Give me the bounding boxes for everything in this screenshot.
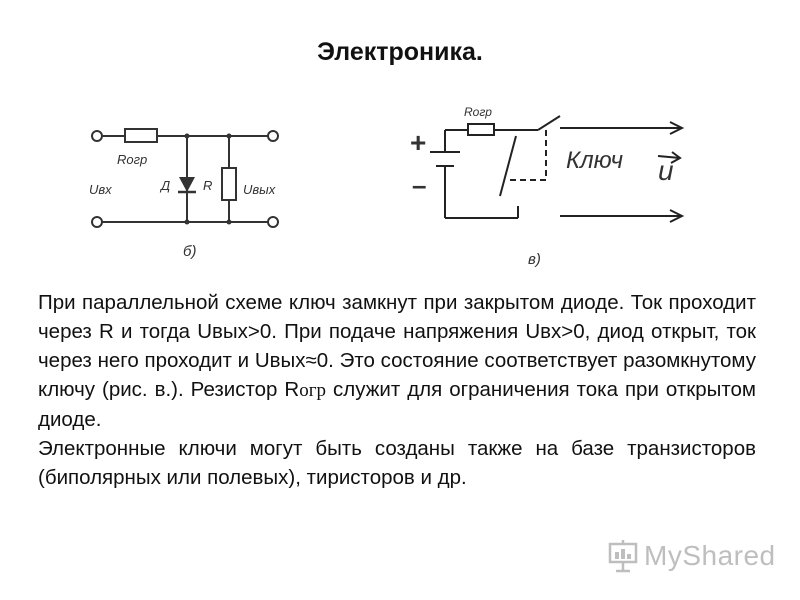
diode-label: Д	[159, 178, 170, 193]
resistor-label-v: Rогр	[464, 105, 492, 119]
watermark: MyShared	[606, 536, 776, 576]
paragraph-2: Электронные ключи могут быть созданы так…	[38, 437, 756, 489]
slide-title: Электроника.	[317, 38, 483, 66]
u-label: u	[658, 155, 674, 186]
subscript-ogr: огр	[299, 380, 327, 401]
diagram-key-circuit: Rогр + – Ключ u в)	[410, 105, 685, 268]
minus-sign: –	[412, 170, 426, 200]
resistor-r-label: R	[203, 178, 212, 193]
output-voltage-label: Uвых	[243, 182, 276, 197]
body-text: При параллельной схеме ключ замкнут при …	[38, 288, 756, 492]
key-label: Ключ	[566, 147, 623, 174]
paragraph-1: При параллельной схеме ключ замкнут при …	[38, 291, 756, 431]
plus-sign: +	[410, 127, 426, 158]
presentation-icon	[608, 540, 638, 573]
resistor-label: Rогр	[117, 152, 147, 167]
caption-b: б)	[183, 243, 196, 260]
caption-v: в)	[528, 251, 541, 268]
watermark-text: MyShared	[644, 540, 776, 571]
diagram-parallel-diode: Rогр Uвх Д R Uвых б)	[89, 128, 279, 260]
input-voltage-label: Uвх	[89, 182, 112, 197]
diode-icon	[179, 177, 195, 192]
